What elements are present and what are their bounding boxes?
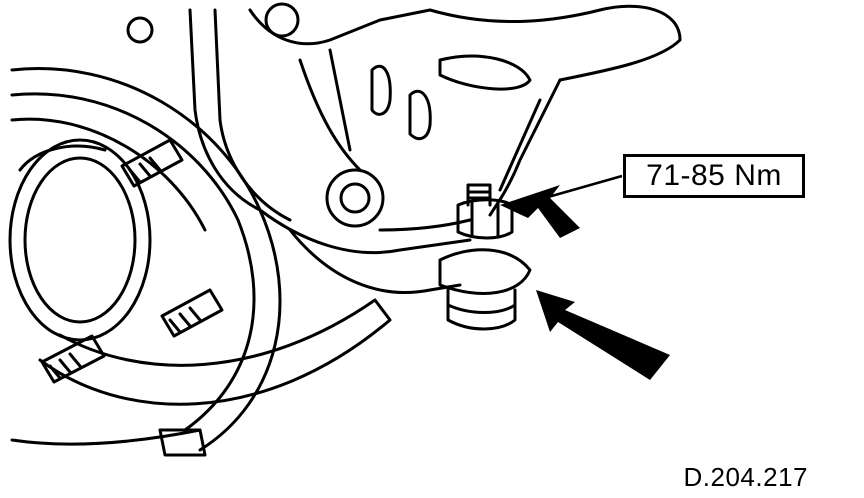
castle-nut [456,198,514,240]
arrow-icon [500,185,580,238]
ball-joint [438,248,532,331]
steering-knuckle [126,2,682,222]
ball-joint-stud [466,183,492,207]
wheel-stud-2 [160,288,224,338]
wheel-hub [8,138,152,342]
reference-code: D.204.217 [683,462,808,492]
control-arm [258,168,472,294]
dust-shield [38,298,392,457]
torque-spec-label: 71-85 Nm [623,154,805,198]
wheel-stud-1 [120,138,184,188]
arrow-icon [536,290,670,380]
brake-disc [10,67,282,452]
